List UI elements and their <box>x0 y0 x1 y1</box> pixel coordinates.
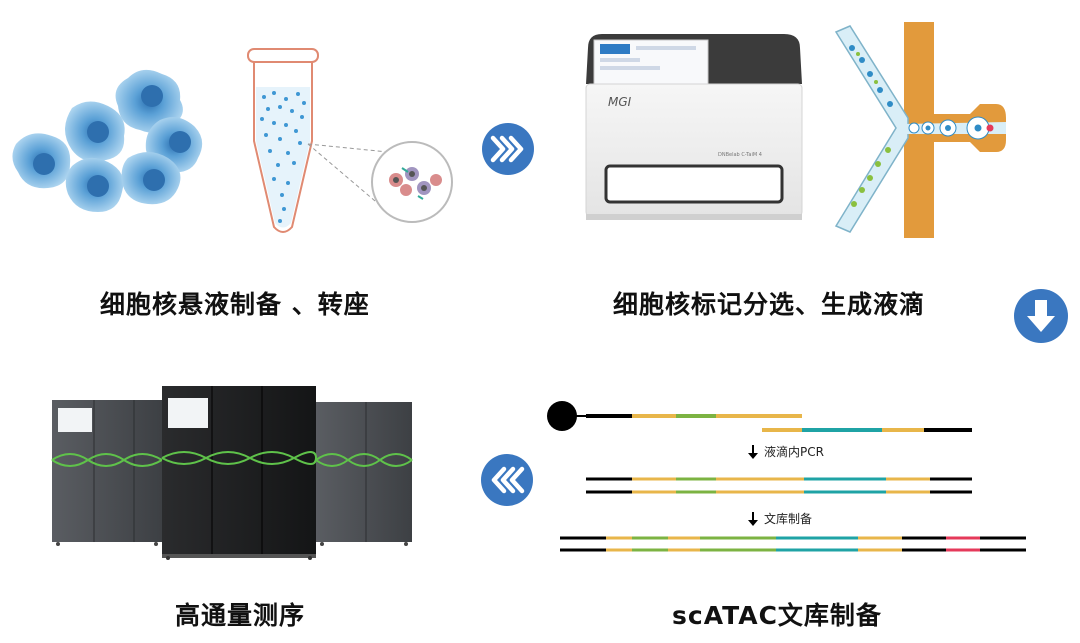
transposome-particles <box>389 167 442 200</box>
droplet-pcr-label: 液滴内PCR <box>764 444 824 459</box>
arrow-down-icon <box>1014 289 1068 343</box>
step4-title: 高通量测序 <box>175 601 306 630</box>
double-chevron-right-icon <box>482 123 534 175</box>
double-chevron-left-icon <box>481 454 533 506</box>
library-prep-label: 文库制备 <box>764 511 812 526</box>
nuclei-cells-illustration <box>12 69 203 212</box>
cell-1 <box>115 69 183 133</box>
instrument-brand-text: MGI <box>608 95 632 109</box>
step3-title: scATAC文库制备 <box>672 601 882 630</box>
cell-4 <box>12 133 71 189</box>
step1-title: 细胞核悬液制备 、转座 <box>100 290 370 319</box>
library-prep-diagram: 液滴内PCR 文库制备 <box>547 401 1026 552</box>
sequencer-cabinets-illustration <box>51 386 413 560</box>
cell-6 <box>121 152 181 205</box>
step2-title: 细胞核标记分选、生成液滴 <box>613 290 926 319</box>
cell-5 <box>65 157 124 212</box>
microfluidic-droplet-illustration <box>834 22 1006 238</box>
dnbelab-instrument-illustration: MGI DNBelab C-TaiM 4 <box>585 34 803 220</box>
tube-zoom-callout <box>307 141 453 223</box>
instrument-model-text: DNBelab C-TaiM 4 <box>718 152 762 158</box>
centrifuge-tube-illustration <box>247 48 319 233</box>
cell-2 <box>65 101 125 162</box>
